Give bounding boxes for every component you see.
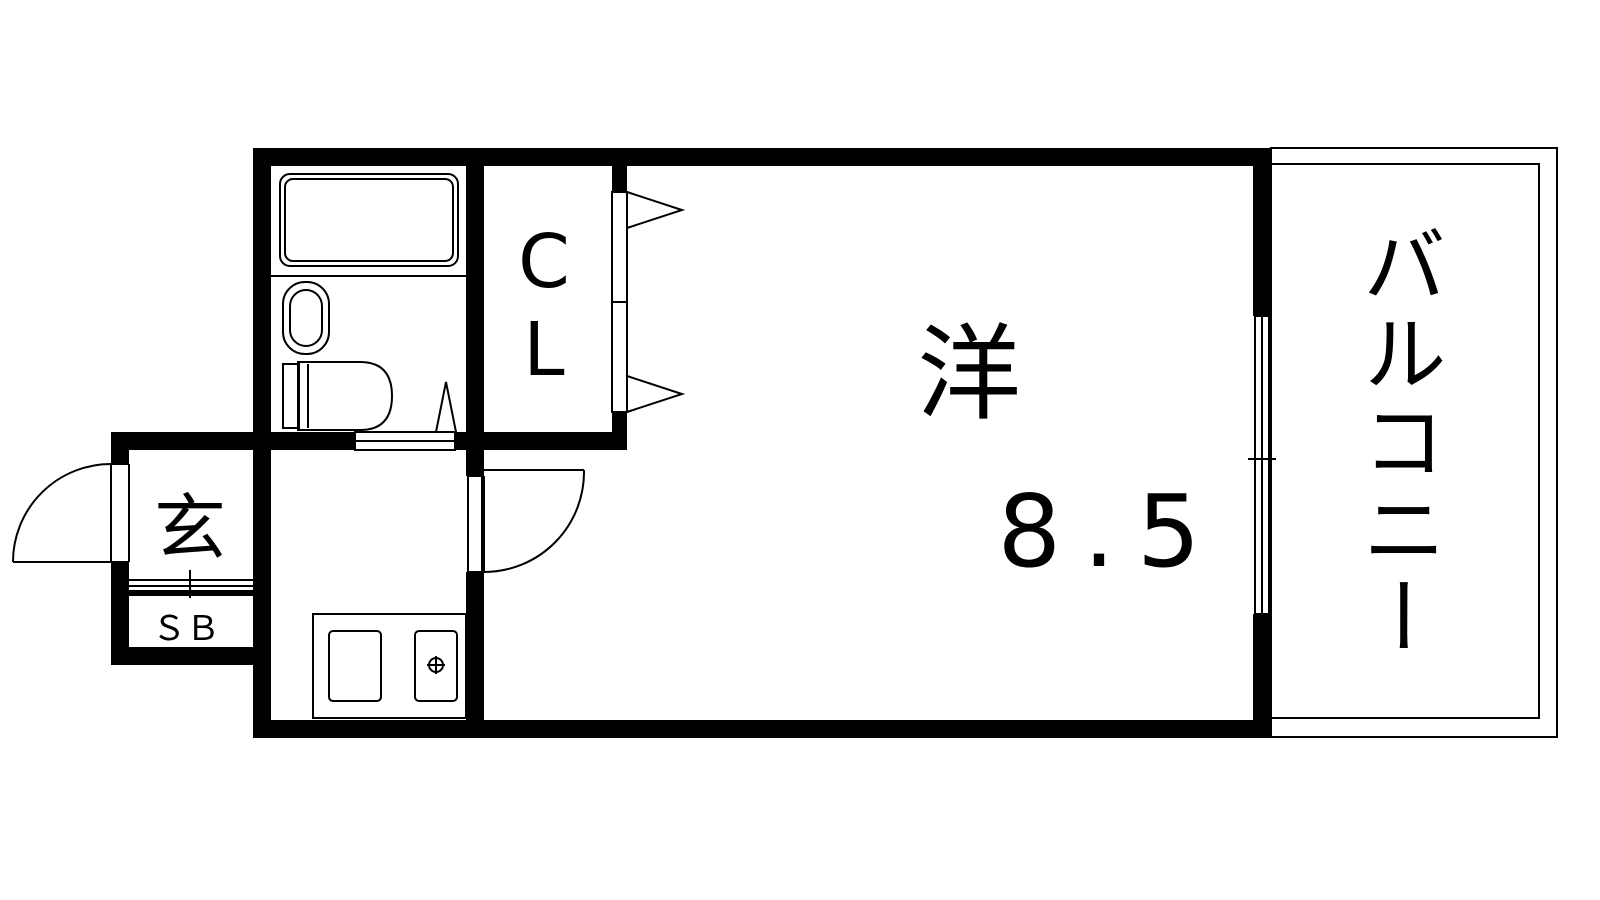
closet-doors	[611, 191, 686, 413]
toilet-tank	[282, 363, 300, 429]
closet-label-c: C	[518, 219, 570, 305]
bathtub	[279, 173, 459, 267]
sink-bowl	[289, 289, 323, 347]
closet-label-l: L	[523, 307, 564, 393]
kitchen-counter	[312, 613, 467, 719]
stove	[414, 630, 458, 702]
balcony-label: バルコニー	[1349, 222, 1447, 662]
room-door	[467, 469, 586, 573]
entrance-door	[12, 449, 270, 598]
kitchen	[312, 613, 467, 719]
shoe-box-label: ＳＢ	[152, 609, 220, 649]
western-room-label: 洋	[917, 313, 1021, 435]
interior-walls	[129, 148, 627, 738]
bathroom	[271, 173, 466, 451]
toilet	[297, 361, 394, 431]
sink	[282, 281, 330, 355]
entrance-label: 玄	[154, 486, 226, 570]
bathtub-inner	[284, 178, 454, 262]
balcony	[1248, 147, 1558, 738]
western-room-size: 8.5	[997, 473, 1222, 590]
kitchen-sink	[328, 630, 382, 702]
exterior-walls	[111, 148, 1271, 738]
